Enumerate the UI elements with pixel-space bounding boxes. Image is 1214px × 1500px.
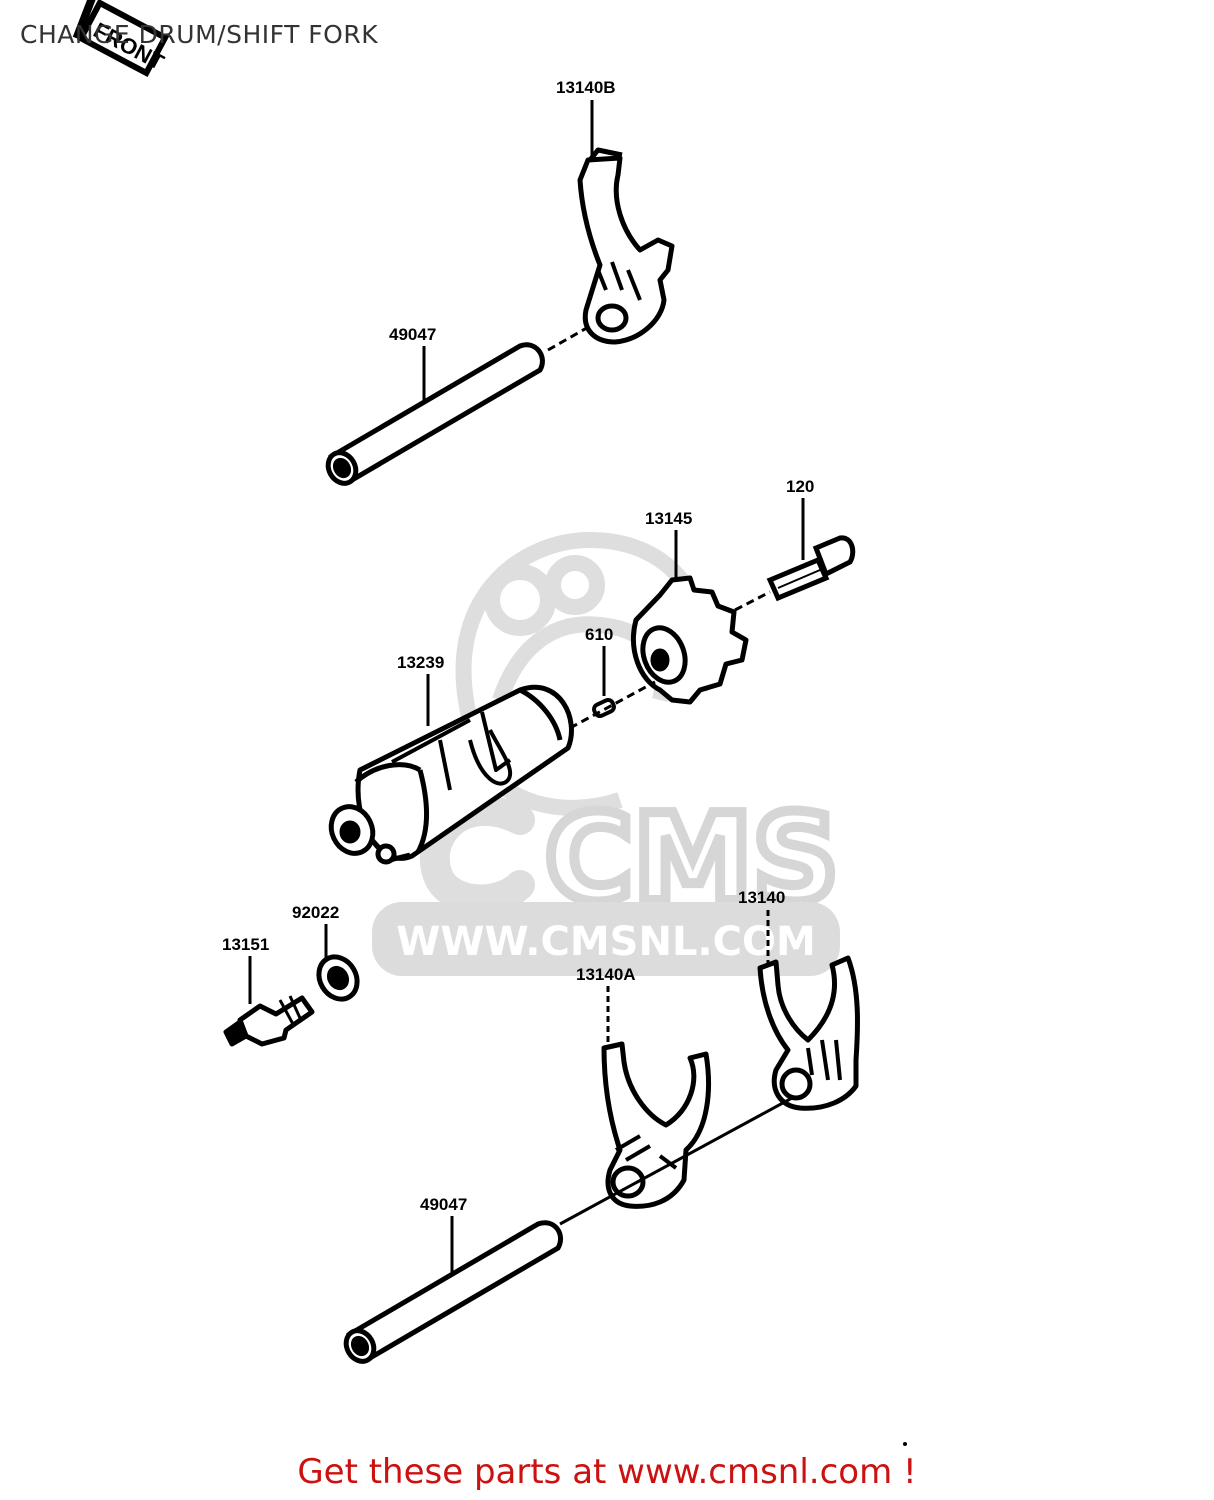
- watermark-banner: [372, 902, 840, 976]
- part-label-13239: 13239: [397, 653, 444, 672]
- part-label-92022: 92022: [292, 903, 339, 922]
- part-label-13140A: 13140A: [576, 965, 636, 984]
- shift-drum-pin-plate[interactable]: [631, 575, 749, 705]
- upper-fork-shaft[interactable]: [323, 342, 545, 489]
- drum-bolt[interactable]: [766, 535, 856, 602]
- part-label-13140B: 13140B: [556, 78, 616, 97]
- part-label-120: 120: [786, 477, 814, 496]
- bolt-axis-line: [734, 590, 771, 612]
- get-parts-link[interactable]: Get these parts at www.cmsnl.com !: [297, 1452, 917, 1492]
- part-label-13151: 13151: [222, 935, 269, 954]
- lower-fork-shaft[interactable]: [341, 1220, 563, 1367]
- right-shift-fork[interactable]: [757, 955, 861, 1111]
- part-label-49047-upper: 49047: [389, 325, 436, 344]
- part-label-13140: 13140: [738, 888, 785, 907]
- upper-axis-line: [547, 323, 593, 352]
- front-direction-marker: FRONT: [72, 0, 170, 78]
- drum-axis-line: [569, 680, 656, 730]
- part-label-49047-lower: 49047: [420, 1195, 467, 1214]
- left-shift-fork[interactable]: [601, 1041, 712, 1209]
- watermark-url: WWW.CMSNL.COM: [396, 919, 816, 965]
- part-label-610: 610: [585, 625, 613, 644]
- shift-drum[interactable]: [324, 684, 574, 865]
- page-title: CHANGE DRUM/SHIFT FORK: [20, 20, 379, 49]
- stray-dot: [903, 1442, 907, 1446]
- oil-seal[interactable]: [311, 950, 364, 1006]
- lower-axis-line: [559, 1096, 793, 1226]
- cmsnl-watermark: CMS WWW.CMSNL.COM: [372, 531, 844, 976]
- neutral-switch[interactable]: [223, 995, 315, 1047]
- upper-shift-fork[interactable]: [577, 147, 675, 345]
- part-label-13145: 13145: [645, 509, 692, 528]
